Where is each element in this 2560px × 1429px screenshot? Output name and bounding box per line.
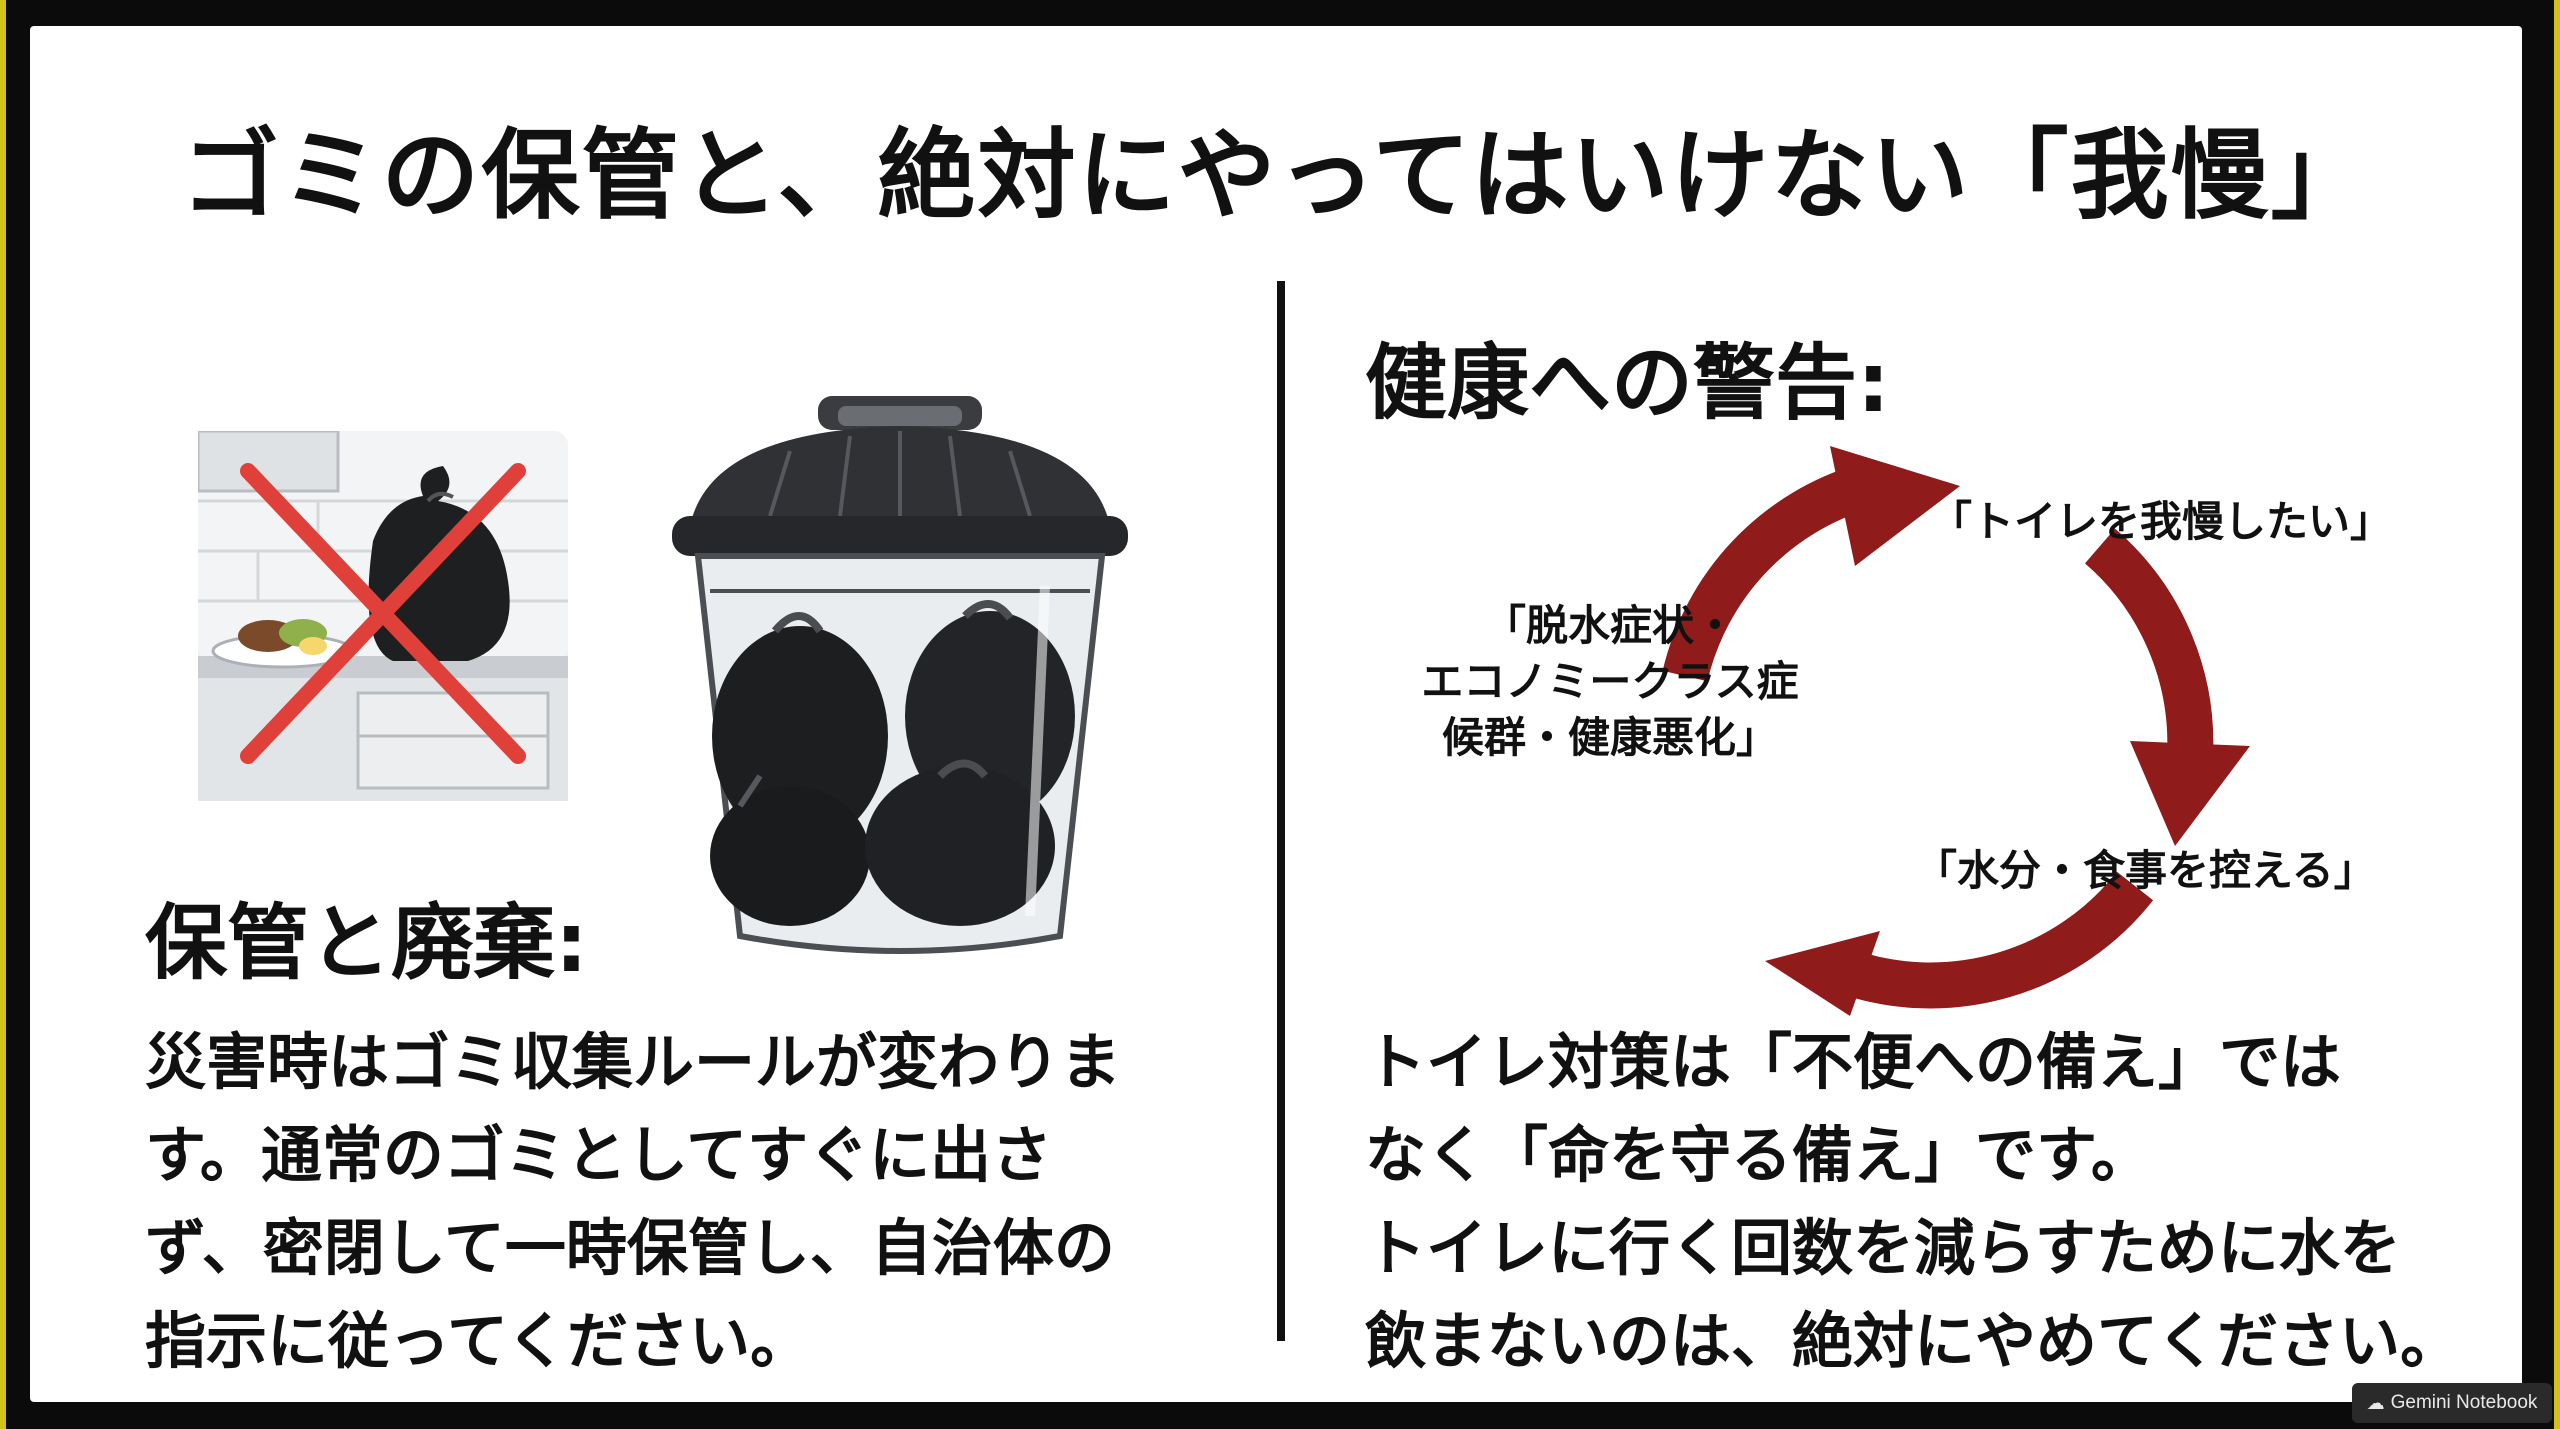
storage-body-line: す。通常のゴミとしてすぐに出さ: [145, 1120, 1053, 1191]
frame-edge-right: [2554, 0, 2560, 1429]
cycle-label-health-risk: 「脱水症状・ エコノミークラス症 候群・健康悪化」: [1400, 598, 1820, 766]
badge-label: Gemini Notebook: [2390, 1392, 2538, 1413]
storage-body-line: 指示に従ってください。: [145, 1306, 812, 1377]
cycle-label-line: エコノミークラス症: [1421, 657, 1799, 706]
health-warning-body: トイレ対策は「不便への備え」では なく「命を守る備え」です。 トイレに行く回数を…: [1365, 1016, 2515, 1388]
health-body-line: トイレに行く回数を減らすために水を: [1365, 1213, 2401, 1284]
cycle-label-line: 「脱水症状・: [1483, 601, 1736, 650]
health-warning-heading: 健康への警告:: [1365, 336, 1890, 431]
gemini-notebook-badge: ☁ Gemini Notebook: [2352, 1383, 2552, 1423]
health-body-line: 飲まないのは、絶対にやめてください。: [1365, 1306, 2462, 1377]
health-body-line: トイレ対策は「不便への備え」では: [1365, 1027, 2342, 1098]
health-body-line: なく「命を守る備え」です。: [1365, 1120, 2152, 1191]
storage-body-line: 災害時はゴミ収集ルールが変わりま: [145, 1027, 1122, 1098]
slide-title: ゴミの保管と、絶対にやってはいけない「我慢」: [181, 119, 2371, 233]
kitchen-no-trash-illustration: [198, 431, 568, 801]
trash-bin-illustration: [672, 396, 1128, 954]
storage-body: 災害時はゴミ収集ルールが変わりま す。通常のゴミとしてすぐに出さ ず、密閉して一…: [145, 1016, 1215, 1388]
storage-body-line: ず、密閉して一時保管し、自治体の: [145, 1213, 1115, 1284]
gemini-icon: ☁: [2366, 1392, 2385, 1413]
cycle-label-restrict-intake: 「水分・食事を控える」: [1915, 846, 2376, 895]
storage-heading: 保管と廃棄:: [145, 896, 588, 991]
cycle-label-hold-toilet: 「トイレを我慢したい」: [1930, 497, 2393, 546]
vicious-cycle-arrows: [1662, 446, 2250, 1016]
column-divider: [1277, 281, 1285, 1341]
cycle-label-line: 候群・健康悪化」: [1441, 713, 1778, 762]
frame-edge-left: [0, 0, 6, 1429]
slide: ゴミの保管と、絶対にやってはいけない「我慢」: [30, 26, 2522, 1402]
